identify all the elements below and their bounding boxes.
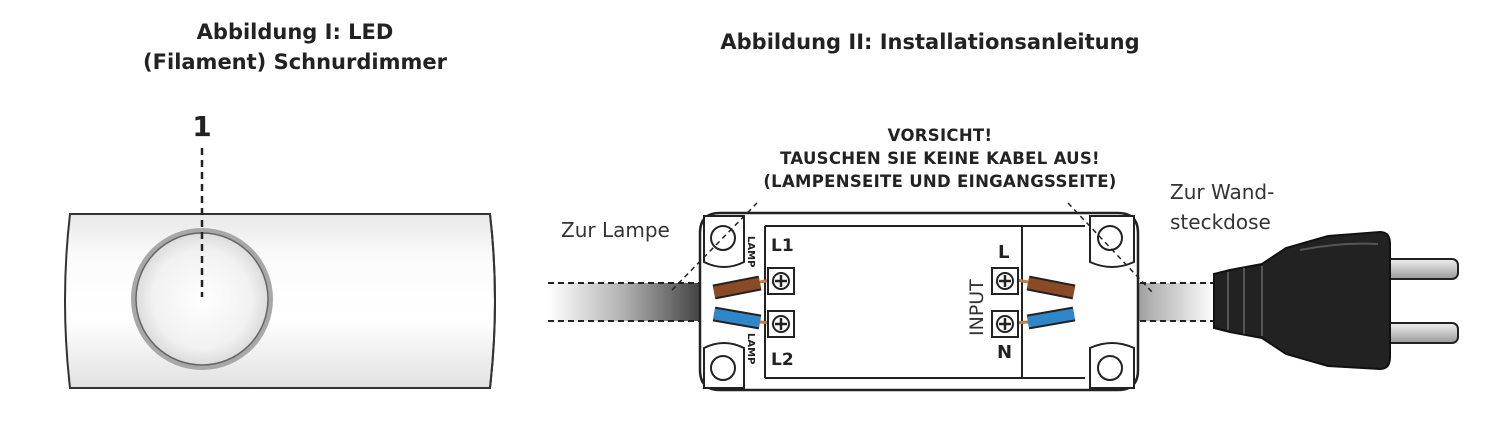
lamp-wires <box>712 275 773 330</box>
figure1-title-line1: Abbildung I: LED <box>196 20 394 44</box>
label-to-lamp: Zur Lampe <box>561 218 670 242</box>
lamp-label-top: LAMP <box>745 236 756 267</box>
warning-line-3: (LAMPENSEITE UND EINGANGSSEITE) <box>763 172 1117 191</box>
terminal-l <box>991 267 1019 295</box>
terminal-l1 <box>767 267 795 295</box>
brown-wire-lamp <box>712 277 762 298</box>
power-plug <box>1213 230 1459 371</box>
dimmer-knob[interactable] <box>135 232 269 366</box>
cord-dimmer <box>64 148 496 389</box>
terminal-label-l1: L1 <box>771 236 794 256</box>
figure1-title: Abbildung I: LED (Filament) Schnurdimmer <box>110 17 480 77</box>
terminal-label-l2: L2 <box>771 350 794 370</box>
blue-wire-lamp <box>713 308 761 328</box>
plug-pin-top <box>1380 258 1459 280</box>
input-wires <box>1015 275 1076 330</box>
plug-pin-bottom <box>1380 322 1459 344</box>
mount-hole-bottom-left <box>703 342 745 389</box>
terminal-label-l: L <box>998 242 1009 263</box>
pointer-line-wall <box>1067 202 1153 293</box>
input-label: INPUT <box>966 279 988 336</box>
label-wall-line1: Zur Wand- <box>1170 180 1275 204</box>
blue-wire-input <box>1027 308 1075 328</box>
mount-hole-top-right <box>1089 215 1135 268</box>
figure1-title-line2: (Filament) Schnurdimmer <box>143 50 447 74</box>
terminal-n <box>991 310 1019 338</box>
label-to-wall-socket: Zur Wand- steckdose <box>1170 177 1274 237</box>
warning-text: VORSICHT! TAUSCHEN SIE KEINE KABEL AUS! … <box>700 124 1180 193</box>
lamp-label-bottom: LAMP <box>745 333 756 364</box>
warning-line-1: VORSICHT! <box>887 126 993 145</box>
callout-number: 1 <box>192 110 212 143</box>
terminal-l2 <box>767 310 795 338</box>
figure2-title: Abbildung II: Installationsanleitung <box>720 30 1140 54</box>
dimmer-housing <box>698 211 1140 392</box>
mount-hole-bottom-right <box>1089 342 1135 389</box>
brown-wire-input <box>1026 277 1076 298</box>
terminal-label-n: N <box>997 342 1012 363</box>
warning-line-2: TAUSCHEN SIE KEINE KABEL AUS! <box>780 149 1100 168</box>
pointer-line-lamp <box>671 202 758 291</box>
mount-hole-top-left <box>703 215 745 268</box>
lamp-cable <box>548 282 718 322</box>
label-wall-line2: steckdose <box>1170 210 1271 234</box>
